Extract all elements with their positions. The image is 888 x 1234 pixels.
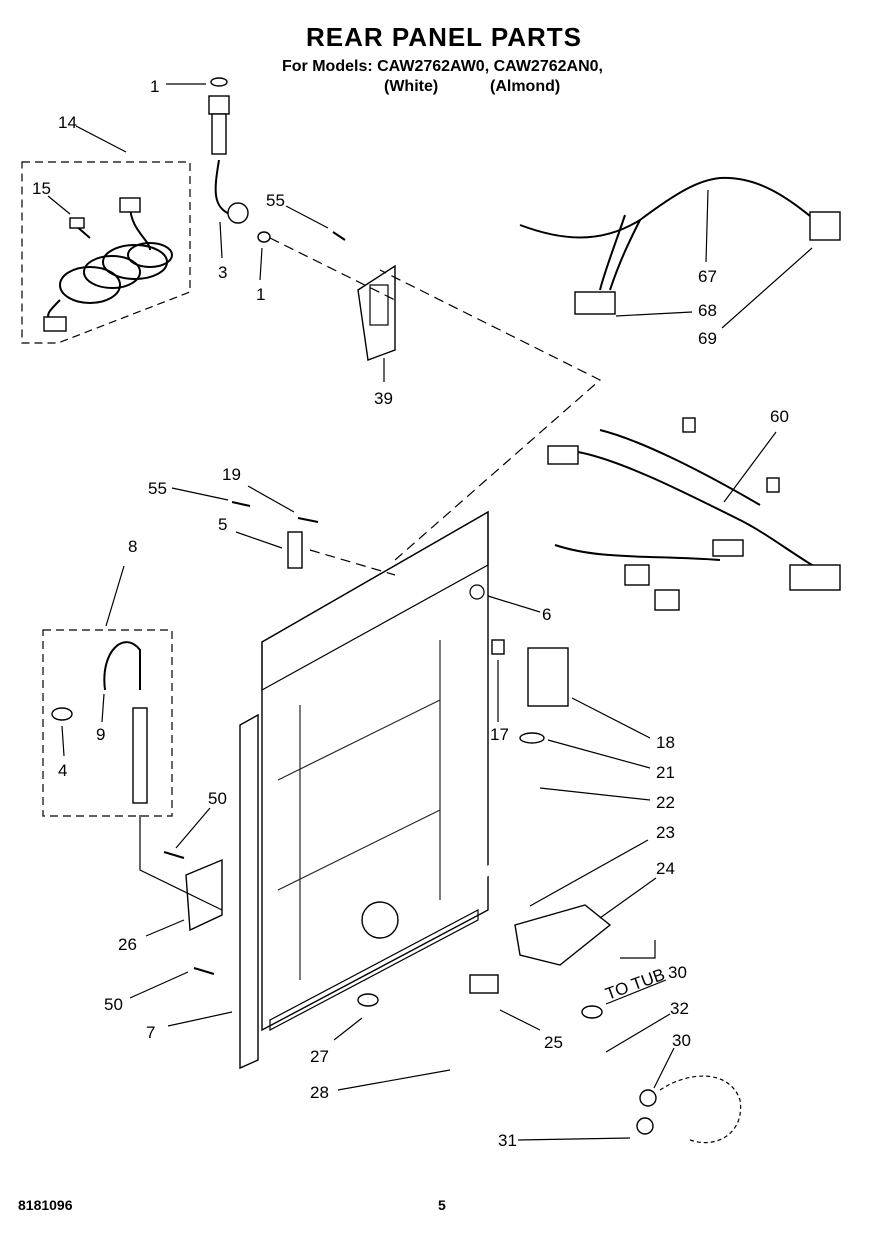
page-number: 5 <box>438 1197 446 1213</box>
callout-25: 25 <box>544 1033 563 1052</box>
wire-harness-top <box>519 176 841 315</box>
callout-17: 17 <box>490 725 509 744</box>
inlet-parts <box>208 77 271 243</box>
wire-harness-main <box>547 417 841 611</box>
callout-30a: 30 <box>668 963 687 982</box>
callout-21: 21 <box>656 763 675 782</box>
callout-30b: 30 <box>672 1031 691 1050</box>
to-tub-text: TO TUB <box>603 965 667 1004</box>
callout-68: 68 <box>698 301 717 320</box>
callout-15: 15 <box>32 179 51 198</box>
callout-19: 19 <box>222 465 241 484</box>
callout-23: 23 <box>656 823 675 842</box>
callout-1a: 1 <box>150 77 159 96</box>
callout-55b: 55 <box>148 479 167 498</box>
callout-7: 7 <box>146 1023 155 1042</box>
power-cord-drawing <box>43 197 173 332</box>
callout-14: 14 <box>58 113 77 132</box>
callout-labels: 1 14 15 3 1 55 39 67 68 69 60 55 19 5 6 … <box>32 77 789 1150</box>
plate-39 <box>332 231 396 361</box>
leader-lines <box>47 83 813 1141</box>
callout-27: 27 <box>310 1047 329 1066</box>
models-line: For Models: CAW2762AW0, CAW2762AN0, <box>282 58 603 75</box>
callout-22: 22 <box>656 793 675 812</box>
power-cord-kit-box <box>21 161 191 344</box>
variant-white: (White) <box>384 78 439 95</box>
callout-8: 8 <box>128 537 137 556</box>
callout-3: 3 <box>218 263 227 282</box>
callout-50b: 50 <box>104 995 123 1014</box>
callout-1b: 1 <box>256 285 265 304</box>
callout-55a: 55 <box>266 191 285 210</box>
callout-60: 60 <box>770 407 789 426</box>
callout-18: 18 <box>656 733 675 752</box>
callout-67: 67 <box>698 267 717 286</box>
drain-hose-kit-box <box>42 629 173 817</box>
callout-24: 24 <box>656 859 675 878</box>
callout-32: 32 <box>670 999 689 1018</box>
callout-69: 69 <box>698 329 717 348</box>
callout-31: 31 <box>498 1131 517 1150</box>
side-strip <box>239 713 259 1070</box>
document-number: 8181096 <box>18 1197 73 1213</box>
callout-26: 26 <box>118 935 137 954</box>
callout-28: 28 <box>310 1083 329 1102</box>
callout-50a: 50 <box>208 789 227 808</box>
callout-6: 6 <box>542 605 551 624</box>
callout-9: 9 <box>96 725 105 744</box>
rear-panel <box>261 510 489 1032</box>
variant-almond: (Almond) <box>490 78 561 95</box>
callout-39: 39 <box>374 389 393 408</box>
page-title: REAR PANEL PARTS <box>305 22 583 52</box>
callout-5: 5 <box>218 515 227 534</box>
callout-4: 4 <box>58 761 67 780</box>
